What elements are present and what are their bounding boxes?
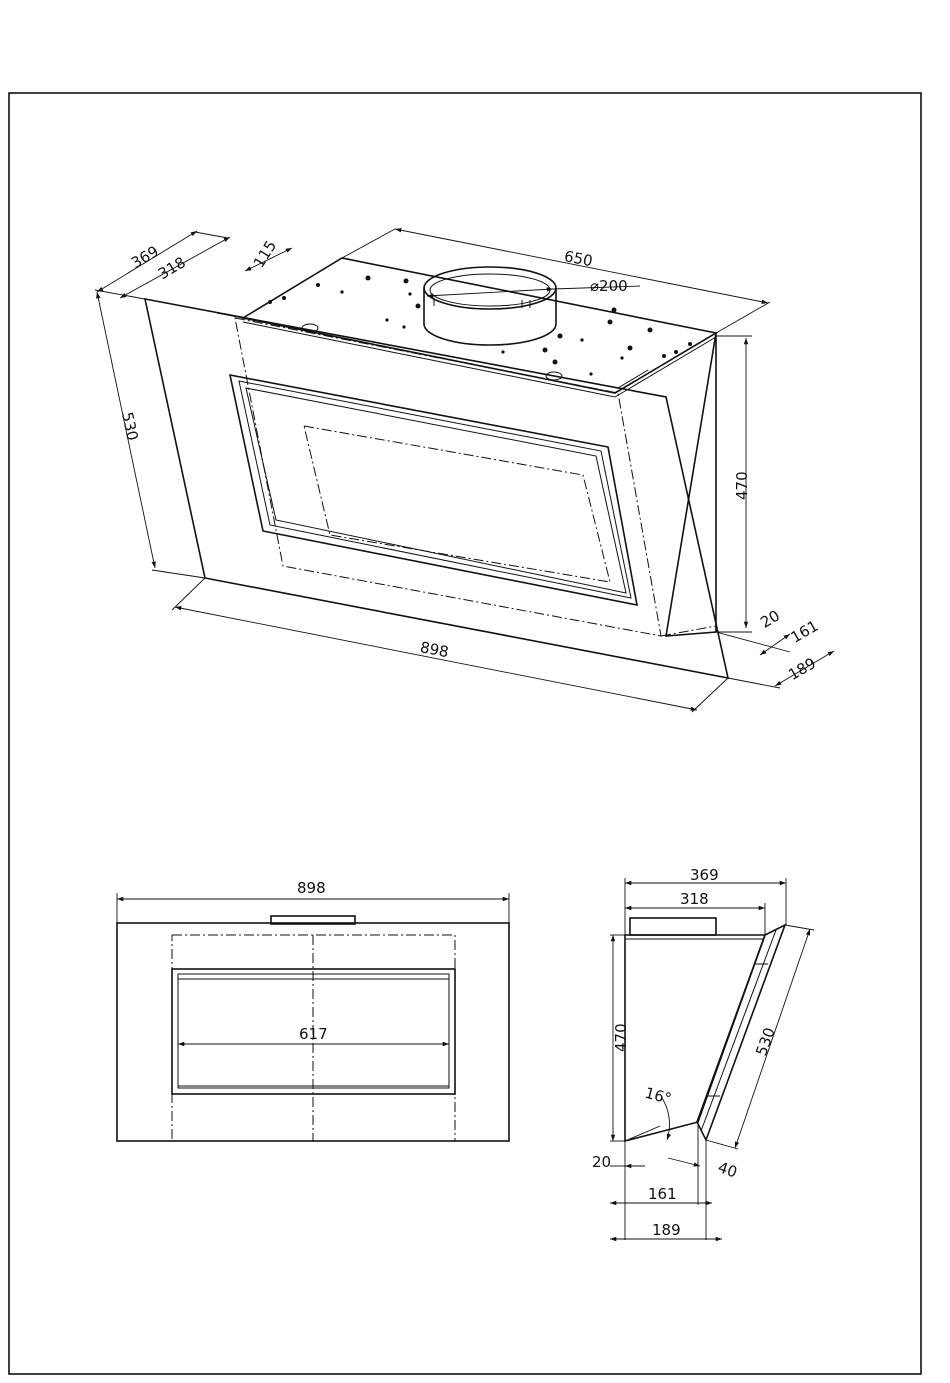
iso-duct-bottom: [424, 324, 556, 345]
side-ext-line: [785, 925, 814, 930]
iso-ext-line: [217, 313, 243, 318]
hole: [385, 318, 388, 321]
iso-ext-line: [716, 302, 770, 333]
hole: [408, 292, 411, 295]
iso-label-650: 650: [563, 247, 595, 270]
iso-hidden-body-outline: [235, 318, 661, 636]
hole: [648, 328, 653, 333]
iso-ext-line: [152, 570, 205, 578]
side-dim-line-40: [668, 1158, 700, 1166]
iso-bracket: [618, 370, 648, 388]
iso-window-frame: [230, 375, 637, 605]
iso-ext-line: [728, 678, 780, 688]
hole: [620, 356, 623, 359]
iso-ext-line: [172, 578, 205, 610]
hole: [628, 346, 633, 351]
iso-label-20: 20: [757, 607, 783, 632]
front-label-617: 617: [299, 1025, 328, 1043]
side-label-189: 189: [652, 1221, 681, 1239]
hole: [340, 290, 343, 293]
side-label-530: 530: [752, 1025, 779, 1058]
front-view: 898 617: [117, 879, 509, 1141]
side-label-470: 470: [612, 1023, 630, 1052]
side-view: 369 318 470 530 16° 20 40 161 189: [592, 866, 814, 1240]
hole: [589, 372, 592, 375]
side-label-20: 20: [592, 1153, 611, 1171]
side-label-40: 40: [716, 1158, 740, 1181]
hole: [688, 342, 692, 346]
iso-label-898: 898: [419, 638, 451, 661]
hole: [404, 279, 409, 284]
iso-label-530: 530: [118, 410, 142, 442]
iso-mounting-holes: [268, 276, 692, 389]
hole: [662, 354, 666, 358]
hole: [501, 350, 504, 353]
iso-label-189: 189: [785, 654, 819, 684]
hole: [553, 360, 558, 365]
side-label-angle: 16°: [643, 1084, 673, 1108]
hole: [282, 296, 286, 300]
front-label-898: 898: [297, 879, 326, 897]
side-label-161: 161: [648, 1185, 677, 1203]
hole: [416, 304, 421, 309]
iso-label-470: 470: [733, 471, 751, 500]
side-duct: [630, 918, 716, 935]
side-label-369: 369: [690, 866, 719, 884]
hole: [674, 350, 678, 354]
iso-ext-line: [195, 232, 228, 238]
iso-dim-line-200: [427, 289, 553, 296]
hole: [268, 300, 272, 304]
hole: [543, 348, 548, 353]
hole: [608, 320, 613, 325]
side-ext-line: [706, 1140, 738, 1149]
hole: [316, 283, 320, 287]
hole: [580, 338, 583, 341]
iso-ext-line: [342, 229, 395, 258]
isometric-view: 369 318 115 650 ⌀200 530 470 898 20 161 …: [95, 229, 834, 712]
side-label-318: 318: [680, 890, 709, 908]
hole: [366, 276, 371, 281]
drawing-frame: [9, 93, 921, 1374]
iso-label-161: 161: [788, 617, 822, 647]
iso-glass-panel: [145, 299, 728, 678]
iso-label-200: ⌀200: [590, 277, 628, 295]
hole: [612, 308, 617, 313]
iso-dim-line-161: [760, 634, 790, 655]
iso-ext-line: [692, 678, 728, 712]
iso-dimensions: [95, 229, 834, 712]
iso-label-115: 115: [250, 237, 280, 271]
hole: [402, 325, 405, 328]
hole: [558, 334, 563, 339]
